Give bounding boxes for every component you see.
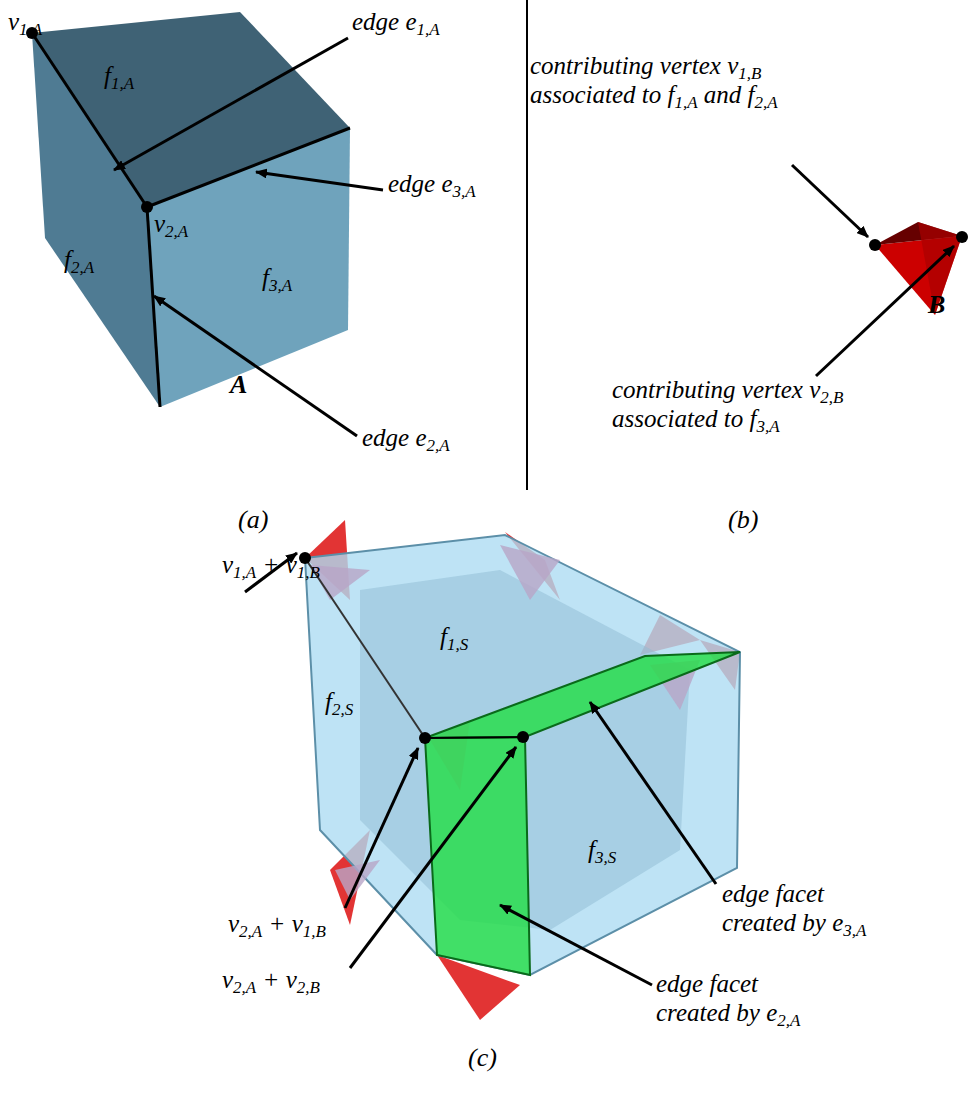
divider-line <box>526 0 528 490</box>
label-text: v1,A <box>8 8 42 37</box>
leader-arrow <box>500 905 652 985</box>
vertex-dot <box>869 239 881 251</box>
sum-polytope <box>305 535 740 975</box>
label-text: f1,S <box>440 623 468 652</box>
vertex-dot <box>141 201 153 213</box>
label-text: edge e3,A <box>388 170 476 199</box>
leader-arrow <box>350 747 516 968</box>
vertex-dot <box>956 231 968 243</box>
label-text: contributing vertex v1,B associated to f… <box>530 52 778 110</box>
label-text: v2,A + v1,B <box>228 910 326 939</box>
edge-line <box>147 128 350 207</box>
label-text: v2,A <box>154 210 188 239</box>
vertex-dot <box>419 732 431 744</box>
label-text: f2,A <box>64 246 94 275</box>
edge-facet <box>425 737 530 975</box>
label-text: (c) <box>468 1043 497 1073</box>
label-text: f1,A <box>104 62 134 91</box>
cube-right-face <box>147 128 350 407</box>
leader-arrow <box>154 296 357 436</box>
label-text: edge e2,A <box>362 424 450 453</box>
leader-arrow <box>345 748 418 908</box>
label-text: f2,S <box>325 688 353 717</box>
edge-facet <box>425 652 740 738</box>
label-text: edge e1,A <box>352 8 440 37</box>
leader-arrow <box>792 165 868 237</box>
leader-arrow <box>816 246 954 376</box>
label-text: A <box>230 370 247 400</box>
vertex-dot <box>299 552 311 564</box>
label-text: edge facet created by e3,A <box>722 880 866 938</box>
leader-arrow <box>590 702 716 884</box>
label-text: (a) <box>238 505 268 535</box>
label-text: B <box>928 290 945 320</box>
edge-line <box>32 33 147 207</box>
leader-arrow <box>114 38 348 170</box>
corner-polytopes <box>305 520 740 1020</box>
edge-line <box>305 558 425 738</box>
cube-left-face <box>32 33 160 407</box>
label-text: (b) <box>728 505 758 535</box>
label-text: contributing vertex v2,B associated to f… <box>612 376 843 434</box>
vertex-dot <box>517 731 529 743</box>
label-text: f3,S <box>588 836 616 865</box>
label-text: v1,A + v1,B <box>222 551 320 580</box>
edge-line <box>425 737 525 738</box>
label-text: edge facet created by e2,A <box>656 970 800 1028</box>
label-text: v2,A + v2,B <box>222 966 320 995</box>
label-text: f3,A <box>262 264 292 293</box>
leader-arrow <box>256 172 383 190</box>
